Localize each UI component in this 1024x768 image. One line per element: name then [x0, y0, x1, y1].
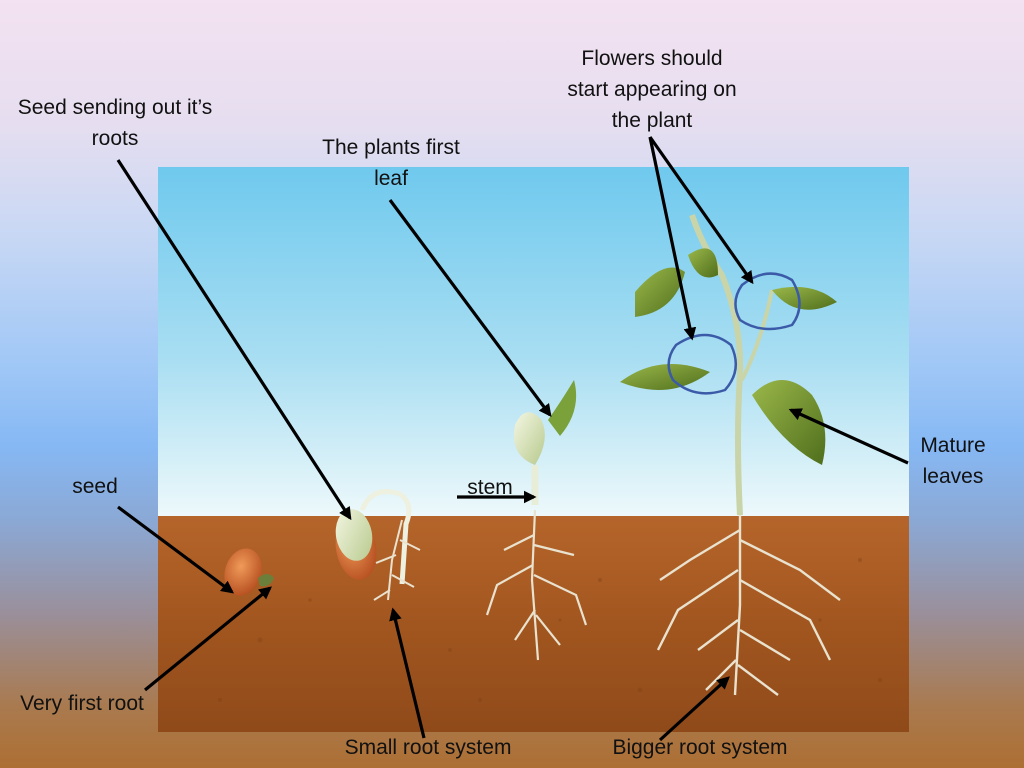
label-line: Flowers should [552, 43, 752, 74]
label-line: The plants first [305, 132, 477, 163]
label-flowers: Flowers should start appearing on the pl… [552, 43, 752, 136]
label-stem: stem [460, 472, 520, 503]
label-seed: seed [60, 471, 130, 502]
label-line: Mature [910, 430, 996, 461]
label-line: Seed sending out it’s [4, 92, 226, 123]
label-seed-sending-roots: Seed sending out it’s roots [4, 92, 226, 154]
label-first-leaf: The plants first leaf [305, 132, 477, 194]
label-line: the plant [552, 105, 752, 136]
label-line: leaves [910, 461, 996, 492]
label-line: start appearing on [552, 74, 752, 105]
label-line: roots [4, 123, 226, 154]
label-very-first-root: Very first root [8, 688, 156, 719]
label-mature-leaves: Mature leaves [910, 430, 996, 492]
label-line: leaf [305, 163, 477, 194]
label-bigger-root-system: Bigger root system [600, 732, 800, 763]
label-small-root-system: Small root system [333, 732, 523, 763]
